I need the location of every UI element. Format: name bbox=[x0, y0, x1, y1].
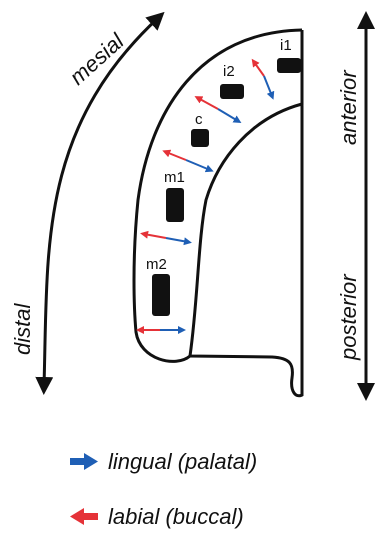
label-posterior: posterior bbox=[336, 273, 361, 361]
label-m2: m2 bbox=[146, 256, 167, 273]
legend-lingual-arrow bbox=[70, 453, 98, 470]
direction-arrow-i2 bbox=[194, 96, 242, 124]
direction-arrow-m1 bbox=[140, 230, 192, 246]
dental-arch bbox=[132, 28, 304, 398]
legend-labial-label: labial (buccal) bbox=[108, 504, 244, 529]
tooth-m2 bbox=[152, 274, 170, 316]
label-anterior: anterior bbox=[336, 69, 361, 145]
tooth-m1 bbox=[166, 188, 184, 222]
label-i1: i1 bbox=[280, 37, 292, 54]
tooth-c bbox=[191, 129, 209, 147]
tooth-i1 bbox=[277, 58, 301, 73]
label-i2: i2 bbox=[223, 63, 235, 80]
label-c: c bbox=[195, 111, 203, 128]
direction-arrow-i1 bbox=[251, 58, 275, 100]
legend-labial-arrow bbox=[70, 508, 98, 525]
label-m1: m1 bbox=[164, 169, 185, 186]
mesial-distal-arrow bbox=[35, 11, 165, 395]
tooth-i2 bbox=[220, 84, 244, 99]
direction-arrow-c bbox=[162, 149, 214, 173]
label-distal: distal bbox=[10, 303, 35, 355]
legend: lingual (palatal) labial (buccal) bbox=[70, 449, 257, 529]
legend-lingual-label: lingual (palatal) bbox=[108, 449, 257, 474]
